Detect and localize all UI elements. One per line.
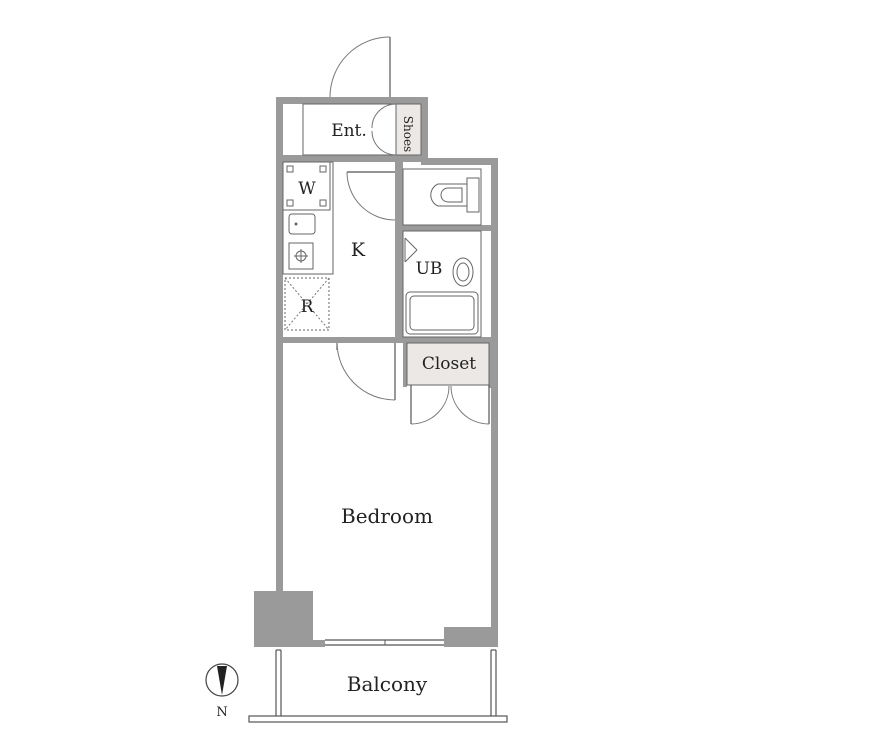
bedroom-label: Bedroom <box>341 504 433 528</box>
refrigerator-space <box>284 277 330 331</box>
shoe-cabinet <box>395 103 422 156</box>
entrance-door <box>329 36 391 98</box>
closet-box <box>406 342 490 386</box>
refrigerator-label: R <box>301 297 315 317</box>
entrance-floor <box>302 103 397 156</box>
wash-basin <box>452 257 474 287</box>
kitchen-label: K <box>351 239 366 261</box>
washer-label: W <box>298 179 316 199</box>
balcony-label: Balcony <box>347 672 428 696</box>
toilet-room <box>402 168 482 226</box>
balcony-window <box>325 639 444 646</box>
unit-bath-room <box>402 230 482 338</box>
sink <box>288 213 316 235</box>
entrance-label: Ent. <box>331 121 367 141</box>
unit-bath-label: UB <box>416 259 443 279</box>
washer-space <box>282 161 331 211</box>
shoe-cabinet-doors <box>371 103 397 156</box>
shoes-label: Shoes <box>401 116 415 152</box>
kitchen-counter <box>282 161 334 275</box>
north-compass-icon <box>205 663 239 697</box>
north-label: N <box>216 705 227 720</box>
bathtub <box>405 291 479 335</box>
bedroom-door <box>336 342 396 401</box>
exterior-walls <box>254 97 498 647</box>
closet-doors <box>410 385 490 425</box>
balcony <box>248 649 508 723</box>
kitchen-door <box>346 171 396 221</box>
closet-label: Closet <box>422 354 476 374</box>
